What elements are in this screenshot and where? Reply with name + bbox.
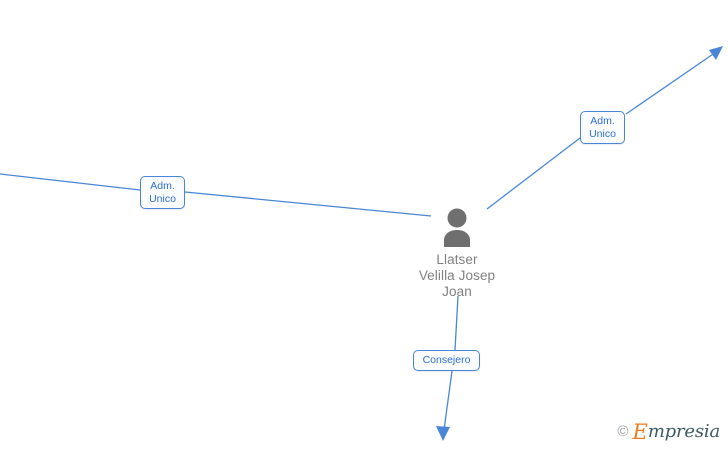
edge-left-segment-inner bbox=[184, 191, 432, 217]
brand-initial: E bbox=[632, 420, 648, 444]
edge-upper-right-segment-outer bbox=[625, 49, 720, 115]
edge-left-segment-outer bbox=[0, 173, 141, 191]
edge-label-adm-unico-right[interactable]: Adm. Unico bbox=[580, 111, 625, 144]
edge-label-consejero[interactable]: Consejero bbox=[413, 350, 480, 371]
edge-label-line1: Consejero bbox=[422, 354, 471, 366]
edge-label-adm-unico-left[interactable]: Adm. Unico bbox=[140, 176, 185, 209]
person-icon bbox=[444, 208, 470, 247]
edge-bottom-segment-outer bbox=[443, 370, 453, 431]
brand-name: mpresia bbox=[647, 421, 720, 442]
edge-bottom-arrowhead bbox=[436, 426, 450, 441]
edge-upper-right-arrowhead bbox=[709, 46, 723, 60]
edge-label-line1: Adm. bbox=[590, 114, 615, 127]
edge-label-line1: Adm. bbox=[150, 179, 175, 192]
person-node-label: Llatser Velilla Josep Joan bbox=[418, 252, 496, 299]
copyright-icon: © bbox=[617, 423, 629, 440]
edge-upper-right-segment-inner bbox=[486, 137, 581, 210]
edge-label-line2: Unico bbox=[149, 192, 176, 205]
person-node[interactable]: Llatser Velilla Josep Joan bbox=[387, 207, 527, 300]
edge-label-line2: Unico bbox=[589, 127, 616, 140]
edge-bottom-segment-inner bbox=[454, 295, 459, 351]
watermark: © E mpresia bbox=[617, 420, 720, 444]
